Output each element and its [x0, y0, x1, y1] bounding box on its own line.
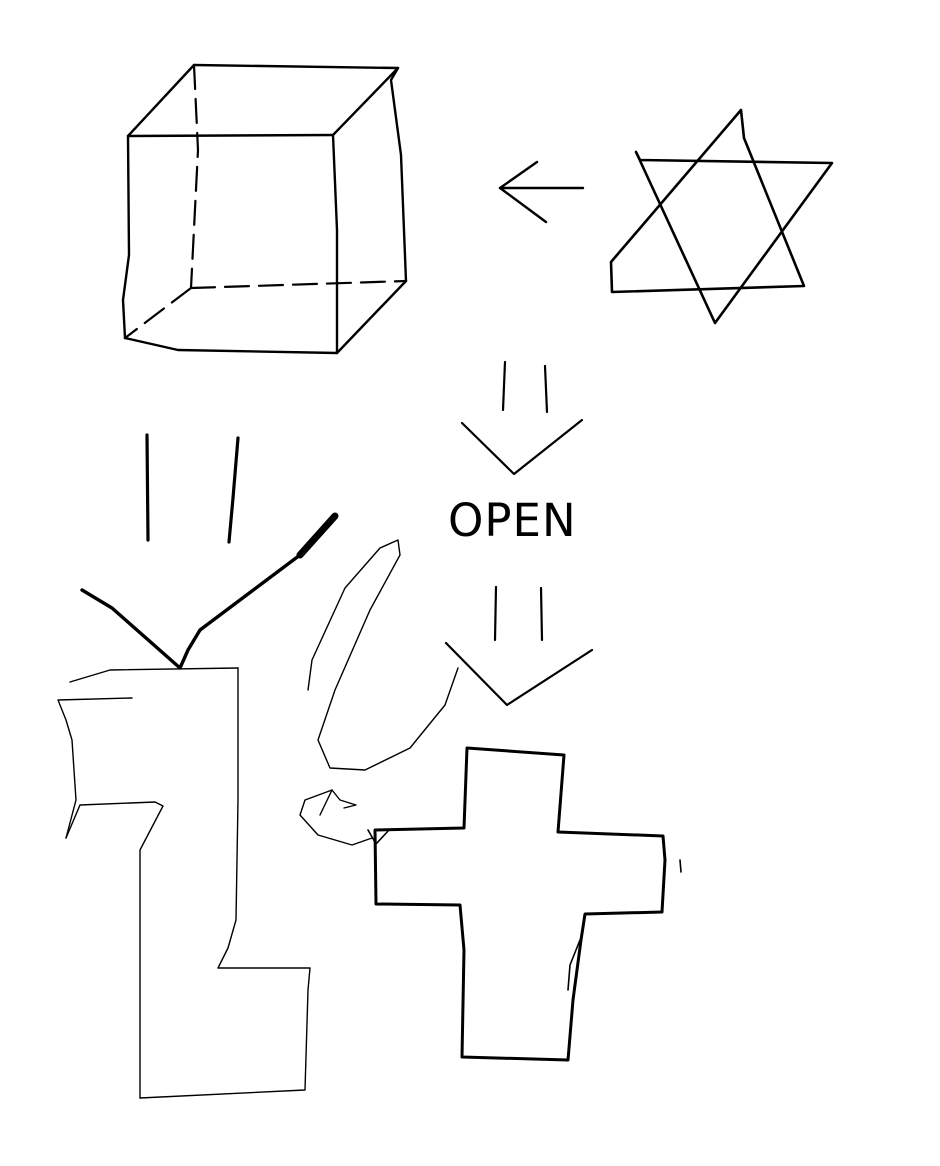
down-arrow-bold — [80, 433, 339, 670]
cross-shape — [367, 746, 682, 1062]
outline-block-shape — [57, 667, 311, 1099]
left-arrow — [498, 160, 585, 224]
down-arrow-upper — [460, 360, 584, 476]
loop-doodle — [299, 539, 459, 846]
star-shape — [609, 108, 834, 325]
cube-shape — [121, 63, 408, 355]
open-label: OPEN — [448, 494, 577, 547]
down-arrow-lower — [444, 585, 594, 707]
